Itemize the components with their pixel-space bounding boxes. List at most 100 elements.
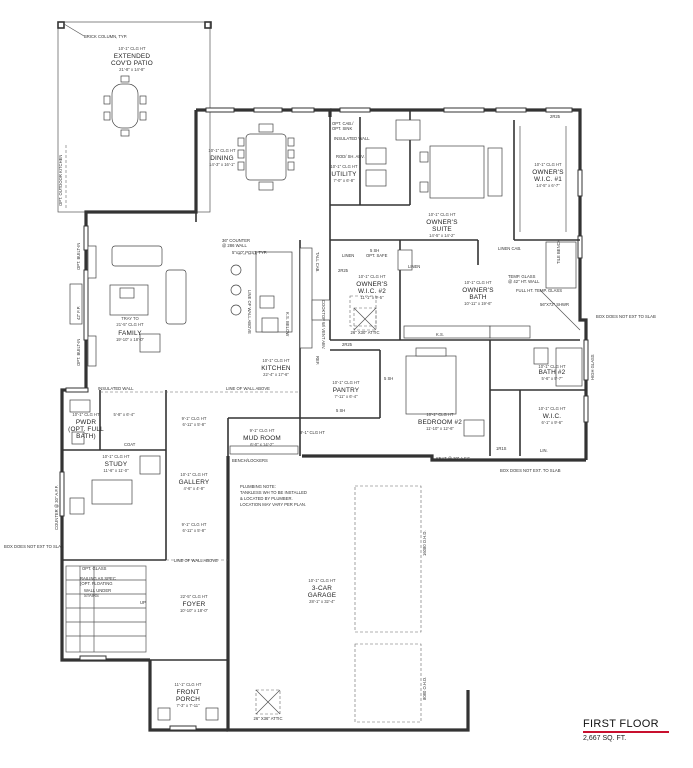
note-brick-column: BRICK COLUMN, TYP. <box>84 34 127 39</box>
note-line-wall-above: LINE OF WALL ABOVE <box>247 290 252 334</box>
note-box-not-ext-2: BOX DOES NOT EXT. TO SLAB <box>500 468 561 473</box>
note-box-not-ext: BOX DOES NOT EXT TO SLAB <box>596 314 656 319</box>
kitchen-size: 22'-4" x 17'-6" <box>263 372 289 377</box>
owners-suite-size: 14'-5" x 14'-2" <box>429 233 455 238</box>
note-shower: 56"X72" SHWR <box>540 302 569 307</box>
note-sh-4: 2R25 <box>550 114 561 119</box>
owners-wic1-size: 14'-5" x 6'-7" <box>536 183 560 188</box>
porch-ceiling: 11'-1" CLG HT <box>175 682 202 687</box>
garage-name-2: GARAGE <box>308 592 337 599</box>
floor-area: 2,667 SQ. FT. <box>583 735 627 742</box>
owners-wic1-ceiling: 10'-1" CLG HT <box>534 162 562 167</box>
note-linen-2: LINEN <box>408 264 420 269</box>
gallery-size-3: 6'-11" x 5'-8" <box>182 528 206 533</box>
note-outdoor-kitchen: OPT. OUTDOOR KITCHEN <box>58 155 63 206</box>
note-attic-2: 26" X30" ATTIC <box>351 330 380 335</box>
dining-size: 14'-3" x 16'-1" <box>209 162 235 167</box>
utility-ceiling: 10'-1" CLG HT <box>330 164 358 169</box>
porch-name-2: PORCH <box>176 696 200 703</box>
gallery-ceiling-2: 9'-1" CLG HT <box>182 416 207 421</box>
note-insulated-wall-2: INSULATED WALL <box>334 136 370 141</box>
note-up: UP <box>140 600 146 605</box>
foyer-size: 10'-10" x 18'-0" <box>180 608 209 613</box>
note-wall-under: WALL UNDER <box>84 588 111 593</box>
owners-wic1-name-1: OWNER'S <box>532 169 563 176</box>
note-wall-under-2: STAIRS <box>84 593 99 598</box>
note-temp-glass: TEMP. GLASS <box>508 274 536 279</box>
title-block: FIRST FLOOR 2,667 SQ. FT. <box>583 718 689 742</box>
pantry-size: 7'-11" x 6'-4" <box>334 394 358 399</box>
note-line-wall-above-3: LINE OF WALL ABOVE <box>174 558 218 563</box>
pwdr-name-3: BATH) <box>76 433 96 440</box>
patio-name-1: EXTENDED <box>114 53 151 60</box>
note-sh-8: LIN. <box>540 448 548 453</box>
utility-name: UTILITY <box>331 171 357 178</box>
foyer-ceiling: 22'-5" CLG HT <box>180 594 208 599</box>
note-garage-door-2: 8080 O.H.D. <box>422 677 427 700</box>
gallery-ceiling: 10'-1" CLG HT <box>180 472 208 477</box>
note-opt-built-in: OPT. BUILT-IN <box>76 243 81 270</box>
note-plumbing-2: TANKLESS WH TO BE INSTALLED <box>240 490 307 495</box>
porch-name-1: FRONT <box>176 689 199 696</box>
owners-suite-ceiling: 10'-1" CLG HT <box>428 212 456 217</box>
gallery-size: 4'-6" x 4'-8" <box>183 486 205 491</box>
garage-ceiling: 10'-1" CLG HT <box>308 578 336 583</box>
patio-size: 21'-8" x 14'-8" <box>119 67 145 72</box>
bedroom2-name: BEDROOM #2 <box>418 419 462 426</box>
pwdr-name-1: PWDR <box>76 419 97 426</box>
note-high-glass: HIGH GLASS <box>590 354 595 380</box>
note-line-wall-above-2: LINE OF WALL ABOVE <box>226 386 270 391</box>
note-opt-safe: OPT. SAFE <box>366 253 388 258</box>
wic-ceiling: 10'-1" CLG HT <box>538 406 566 411</box>
exterior-walls <box>60 108 588 732</box>
note-railing: RAILING AS SPEC <box>80 576 116 581</box>
note-bench-lockers: BENCH/LOCKERS <box>232 458 268 463</box>
family-size: 19'-10" x 18'-0" <box>116 337 145 342</box>
note-clg-9: 9'-1" CLG HT <box>300 430 325 435</box>
floor-title: FIRST FLOOR <box>583 718 659 730</box>
foyer-name: FOYER <box>182 601 205 608</box>
note-coat: COAT <box>124 442 136 447</box>
bedroom2-ceiling: 10'-1" CLG HT <box>426 412 454 417</box>
owners-suite-name-1: OWNER'S <box>426 219 457 226</box>
gallery-name: GALLERY <box>179 479 210 486</box>
mud-room-name: MUD ROOM <box>243 435 281 442</box>
note-opt-cab: OPT. CAB./ <box>332 121 354 126</box>
note-plumbing-4: LOCATION MAY VARY PER PLAN. <box>240 502 306 507</box>
note-linen: LINEN <box>342 253 354 258</box>
study-ceiling: 10'-1" CLG HT <box>102 454 130 459</box>
wic-name: W.I.C. <box>543 413 562 420</box>
note-tile-bench: TILE BENCH <box>556 239 561 264</box>
family-tray: TRAY TO <box>121 316 139 321</box>
owners-wic2-name-1: OWNER'S <box>356 281 387 288</box>
note-post: 5"x10" POST, TYP. <box>232 250 267 255</box>
pwdr-ceiling: 10'-1" CLG HT <box>72 412 100 417</box>
patio-name-2: COV'D PATIO <box>111 60 153 67</box>
garage-name: 3-CAR <box>312 585 332 592</box>
pantry-ceiling: 10'-1" CLG HT <box>332 380 360 385</box>
owners-wic1-name-2: W.I.C. #1 <box>534 176 562 183</box>
note-sh-1: 5 SH <box>370 248 379 253</box>
note-cooktop: COOKTOP W/ VENT ABV. <box>321 300 326 349</box>
note-rod-shelf: ROD/ SH. ABV. <box>336 154 365 159</box>
owners-wic2-name-2: W.I.C. #2 <box>358 288 386 295</box>
note-box-not-ext-3: BOX DOES NOT EXT TO SLAB <box>4 544 64 549</box>
note-sh-3: 5 SH <box>384 376 393 381</box>
note-ks: K.S. <box>436 332 444 337</box>
note-plumbing-3: & LOCATED BY PLUMBER. <box>240 496 293 501</box>
annotations: BRICK COLUMN, TYP. OPT. OUTDOOR KITCHEN … <box>4 23 656 721</box>
title-underline <box>583 731 669 733</box>
note-full-ht: FULL HT. TEMP. GLASS <box>516 288 562 293</box>
note-sh-7: 1R1S <box>496 446 507 451</box>
note-counter-2: @ 286 WALL <box>222 243 247 248</box>
mud-room-size: 6'-0" x 14'-2" <box>250 442 274 447</box>
study-name: STUDY <box>105 461 128 468</box>
mud-room-ceiling: 9'-1" CLG HT <box>250 428 275 433</box>
patio-ceiling: 10'-1" CLG HT <box>118 46 146 51</box>
note-fireplace: 42" F.P. <box>76 306 81 320</box>
owners-wic2-size: 11'-1" x 9'-5" <box>360 295 384 300</box>
note-opt-sink: OPT. SINK <box>332 126 352 131</box>
porch-size: 7'-3" x 7'-11" <box>176 703 200 708</box>
